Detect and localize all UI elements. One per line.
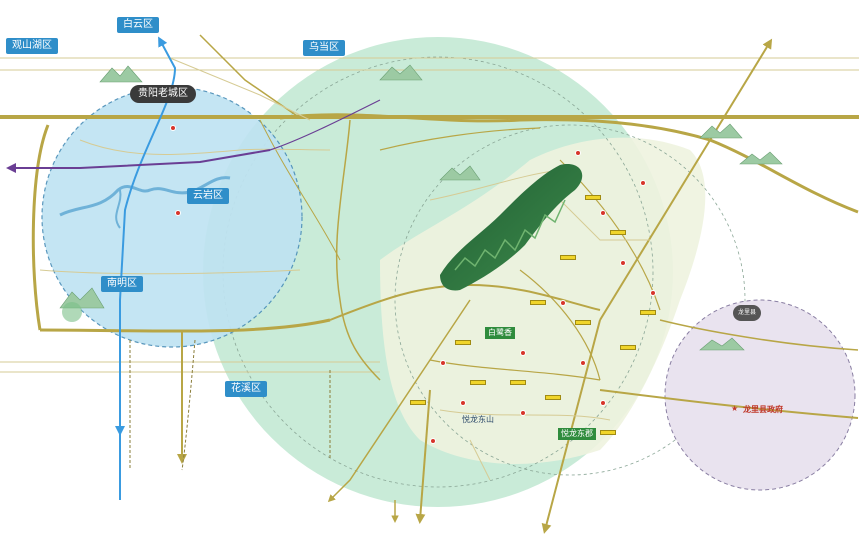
poi-tag [510,380,526,385]
place-longli-gov: 龙里县政府 [743,405,783,414]
district-label-laochengqu: 贵阳老城区 [130,85,196,103]
poi-marker-icon [175,210,181,216]
poi-tag [455,340,471,345]
poi-marker-icon [460,400,466,406]
poi-tag [530,300,546,305]
forest-ridge [440,164,583,291]
poi-tag [600,430,616,435]
district-label-yunyan: 云岩区 [187,188,229,204]
poi-marker-icon [600,210,606,216]
district-label-huaxi: 花溪区 [225,381,267,397]
place-yuelong-dongshan: 悦龙东山 [462,415,494,424]
poi-tag [560,255,576,260]
poi-marker-icon [600,400,606,406]
district-label-guanshanhu: 观山湖区 [6,38,58,54]
poi-tag [610,230,626,235]
poi-tag [585,195,601,200]
government-star-icon: ★ [731,404,739,413]
place-yuelong-dongjun: 悦龙东郡 [558,428,596,440]
poi-tag [470,380,486,385]
poi-marker-icon [170,125,176,131]
poi-marker-icon [640,180,646,186]
district-label-wudang: 乌当区 [303,40,345,56]
poi-marker-icon [520,410,526,416]
poi-marker-icon [650,290,656,296]
poi-marker-icon [520,350,526,356]
poi-marker-icon [575,150,581,156]
poi-tag [640,310,656,315]
poi-tag [620,345,636,350]
poi-marker-icon [580,360,586,366]
poi-tag [575,320,591,325]
longli-inset-circle [664,299,856,491]
district-label-nanming: 南明区 [101,276,143,292]
inset-header-longli: 龙里县 [733,305,762,321]
district-label-baiyun: 白云区 [117,17,159,33]
poi-marker-icon [440,360,446,366]
poi-marker-icon [620,260,626,266]
place-bailinxiang: 白鹭香 [485,327,515,339]
poi-marker-icon [430,438,436,444]
poi-tag [545,395,561,400]
poi-tag [410,400,426,405]
poi-marker-icon [560,300,566,306]
